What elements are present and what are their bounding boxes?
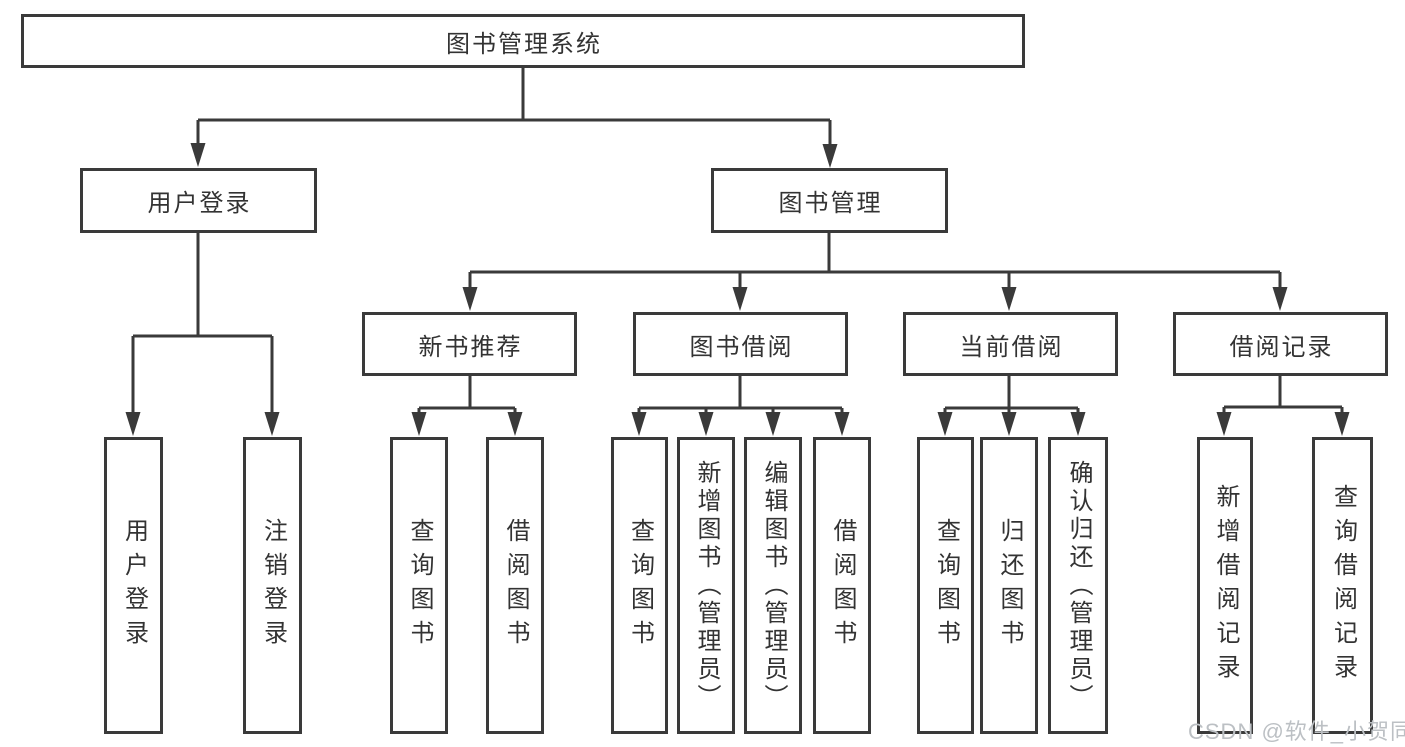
leaf-query-books-borrow: 查询图书: [611, 437, 668, 734]
leaf-query-borrow-record: 查询借阅记录: [1312, 437, 1373, 734]
arrowhead-icon: [1001, 412, 1017, 436]
node-label: 确认归还（管理员）: [1065, 459, 1092, 712]
connector-borrow-split: [637, 376, 844, 414]
arrowhead-icon: [937, 412, 953, 436]
leaf-query-books-recommend: 查询图书: [390, 437, 448, 734]
connector-recommend-split: [417, 376, 517, 414]
node-label: 用户登录: [120, 517, 148, 654]
arrowhead-icon: [822, 144, 838, 168]
node-label: 查询图书: [406, 517, 433, 654]
connector-user-login-split: [131, 233, 274, 414]
leaf-borrow-books: 借阅图书: [813, 437, 871, 734]
node-new-book-recommend: 新书推荐: [362, 312, 577, 376]
node-label: 借阅图书: [502, 517, 529, 654]
arrowhead-icon: [507, 412, 523, 436]
arrowhead-icon: [765, 412, 781, 436]
node-root-system: 图书管理系统: [21, 14, 1025, 68]
node-current-borrow: 当前借阅: [903, 312, 1118, 376]
leaf-query-books-current: 查询图书: [917, 437, 974, 734]
node-label: 注销登录: [259, 517, 287, 654]
node-book-management: 图书管理: [711, 168, 948, 233]
leaf-add-books-admin: 新增图书（管理员）: [677, 437, 735, 734]
arrowhead-icon: [264, 412, 280, 436]
arrowhead-icon: [1272, 287, 1288, 311]
leaf-logout: 注销登录: [243, 437, 302, 734]
node-label: 借阅图书: [829, 517, 856, 654]
arrowhead-icon: [631, 412, 647, 436]
node-label: 图书管理: [778, 190, 883, 217]
node-label: 借阅记录: [1229, 333, 1334, 361]
node-label: 用户登录: [147, 190, 252, 217]
connector-records-split: [1222, 376, 1344, 414]
node-label: 编辑图书（管理员）: [760, 459, 787, 712]
connector-root-split: [196, 68, 832, 146]
node-label: 新增图书（管理员）: [693, 459, 720, 712]
node-borrow-records: 借阅记录: [1173, 312, 1388, 376]
node-user-login: 用户登录: [80, 168, 317, 233]
connector-current-split: [943, 376, 1080, 414]
arrowhead-icon: [1334, 412, 1350, 436]
node-label: 新增借阅记录: [1212, 483, 1239, 688]
leaf-edit-books-admin: 编辑图书（管理员）: [744, 437, 802, 734]
node-label: 当前借阅: [959, 333, 1064, 361]
arrowhead-icon: [1216, 412, 1232, 436]
arrowhead-icon: [190, 143, 206, 167]
node-book-borrow: 图书借阅: [633, 312, 848, 376]
arrowhead-icon: [1001, 287, 1017, 311]
arrowhead-icon: [125, 412, 141, 436]
leaf-user-login: 用户登录: [104, 437, 163, 734]
node-label: 归还图书: [996, 517, 1023, 654]
arrowhead-icon: [462, 287, 478, 311]
node-label: 查询图书: [626, 517, 654, 654]
leaf-borrow-books-recommend: 借阅图书: [486, 437, 544, 734]
leaf-add-borrow-record: 新增借阅记录: [1197, 437, 1253, 734]
csdn-watermark: CSDN @软件_小贺同学: [1188, 719, 1405, 744]
node-label: 图书借阅: [689, 333, 794, 361]
connector-book-management-split: [468, 233, 1282, 290]
node-label: 新书推荐: [418, 333, 523, 361]
arrowhead-icon: [1070, 412, 1086, 436]
node-label: 查询图书: [932, 517, 960, 654]
arrowhead-icon: [411, 412, 427, 436]
node-label: 图书管理系统: [446, 30, 602, 58]
leaf-confirm-return-admin: 确认归还（管理员）: [1048, 437, 1108, 734]
leaf-return-books: 归还图书: [980, 437, 1038, 734]
arrowhead-icon: [834, 412, 850, 436]
node-label: 查询借阅记录: [1329, 483, 1357, 688]
arrowhead-icon: [698, 412, 714, 436]
arrowhead-icon: [732, 287, 748, 311]
